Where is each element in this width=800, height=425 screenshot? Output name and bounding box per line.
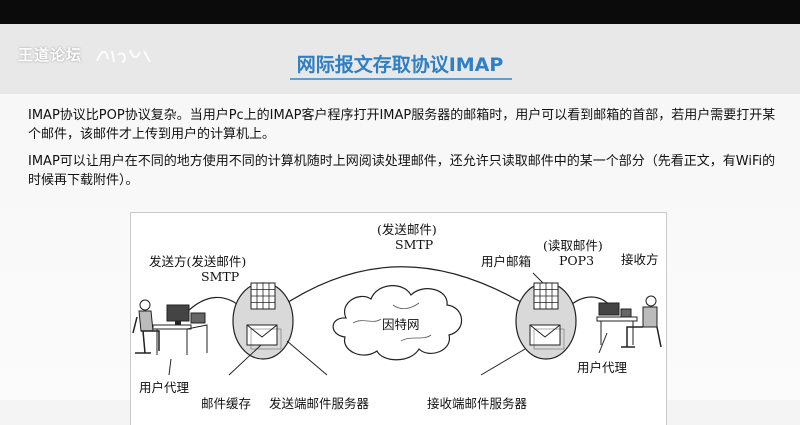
paragraph-imap-complexity: IMAP协议比POP协议复杂。当用户Pc上的IMAP客户程序打开IMAP服务器的… (28, 108, 776, 142)
slide: 王道论坛 网际报文存取协议IMAP IMAP协议比POP协议复杂。当用户Pc上的… (0, 24, 800, 425)
top-black-bar (0, 0, 800, 24)
label-middle-action: (发送邮件) (377, 222, 437, 237)
logo-calligraphy-icon (96, 49, 152, 63)
leader-user-agent-left (168, 358, 172, 376)
title-underline (290, 78, 512, 80)
label-user-mailbox: 用户邮箱 (481, 254, 532, 269)
label-sender-protocol: SMTP (201, 269, 240, 284)
smtp-arc (278, 266, 532, 309)
send-server-icon (232, 282, 294, 360)
label-internet: 因特网 (382, 317, 420, 332)
slide-header-band (0, 24, 800, 94)
label-receiver-protocol: POP3 (559, 253, 595, 268)
label-sender: 发送方(发送邮件) (149, 254, 247, 269)
leader-receive-server (480, 348, 526, 376)
page-title: 网际报文存取协议IMAP (296, 54, 504, 76)
leader-send-server (286, 340, 328, 376)
label-user-agent-left: 用户代理 (139, 380, 190, 395)
label-receiver: 接收方 (621, 252, 659, 267)
leader-user-agent-right (598, 332, 608, 354)
leader-mail-buffer (228, 344, 262, 376)
internet-cloud-icon (332, 285, 463, 361)
logo: 王道论坛 (18, 44, 154, 65)
label-receive-server: 接收端邮件服务器 (427, 396, 528, 411)
label-receiver-action: (读取邮件) (543, 238, 603, 253)
receive-server-icon (515, 282, 577, 360)
imap-diagram: 发送方(发送邮件) SMTP (发送邮件) SMTP 用户邮箱 (读取邮件) P… (130, 212, 667, 425)
receiver-person-icon (596, 295, 662, 348)
leader-user-mailbox (532, 272, 544, 284)
label-mail-buffer: 邮件缓存 (201, 396, 252, 411)
label-middle-protocol: SMTP (395, 237, 434, 252)
logo-text: 王道论坛 (18, 46, 83, 64)
diagram-drawing (132, 266, 662, 376)
label-user-agent-right: 用户代理 (577, 360, 628, 375)
paragraph-imap-features: IMAP可以让用户在不同的地方使用不同的计算机随时上网阅读处理邮件，还允许只读取… (28, 154, 776, 188)
sender-person-icon (132, 299, 208, 355)
label-send-server: 发送端邮件服务器 (269, 396, 370, 411)
